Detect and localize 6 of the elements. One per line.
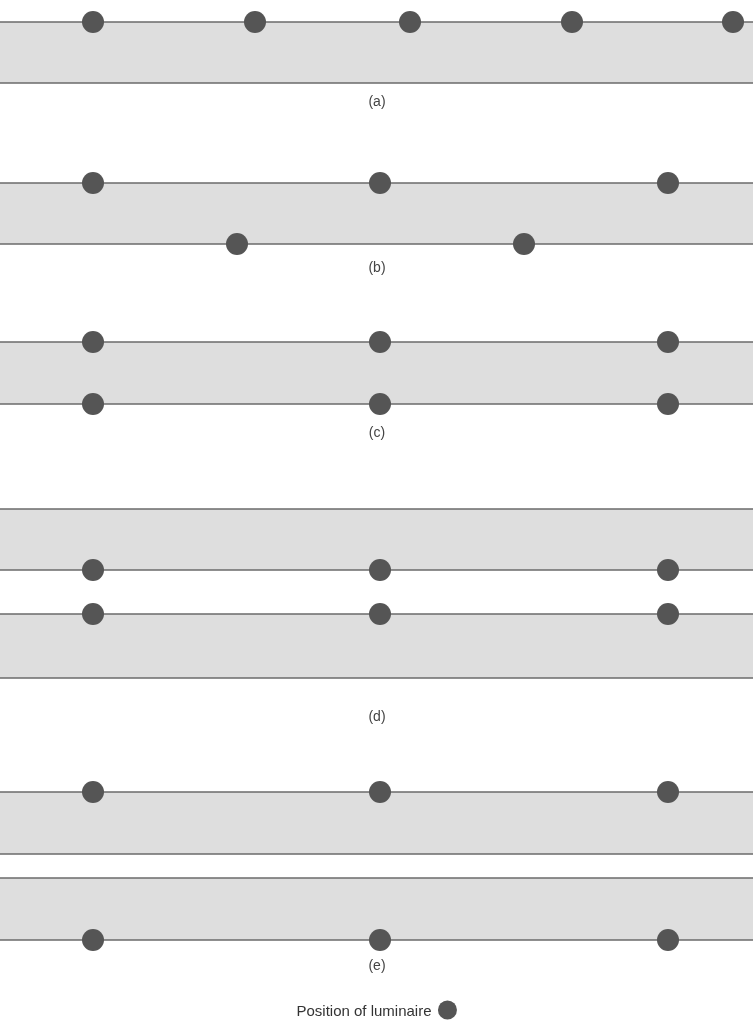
- panel-label: (a): [368, 93, 386, 109]
- panel-label: (d): [368, 708, 386, 724]
- legend-text: Position of luminaire: [296, 1001, 432, 1019]
- panel-label: (e): [368, 957, 386, 973]
- panel-label: (c): [368, 424, 386, 440]
- panel-label: (b): [368, 259, 386, 275]
